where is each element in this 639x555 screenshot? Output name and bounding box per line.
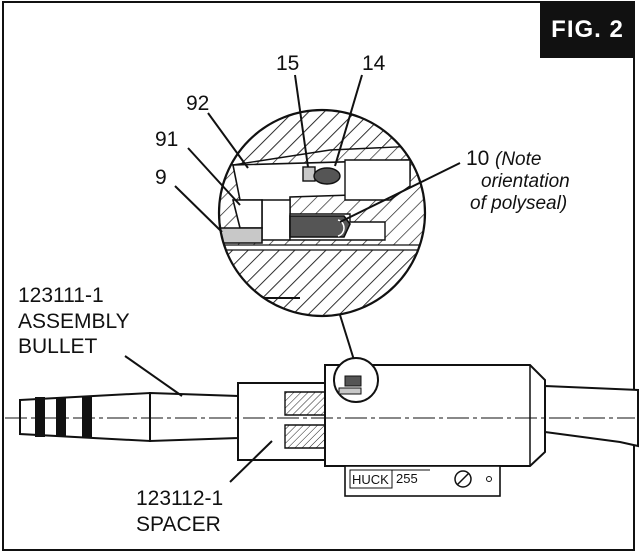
callout-15: 15 xyxy=(276,52,299,75)
part-9 xyxy=(219,227,263,244)
callout-10-note-2: orientation xyxy=(481,171,570,192)
detail-leader xyxy=(339,314,355,361)
brand-label: HUCK xyxy=(352,472,389,487)
callout-10: 10 xyxy=(466,147,489,170)
tool-assembly: HUCK 255 xyxy=(5,357,639,497)
spacer-part-number: 123112-1 xyxy=(136,487,223,510)
callout-14: 14 xyxy=(362,52,386,75)
spacer-name: SPACER xyxy=(136,513,221,536)
bullet-line2: ASSEMBLY xyxy=(18,310,130,333)
o-ring-14 xyxy=(313,167,341,185)
detail-circle xyxy=(217,108,427,318)
figure-badge: FIG. 2 xyxy=(540,2,635,58)
callout-10-note-1: (Note xyxy=(495,149,541,170)
callout-92: 92 xyxy=(186,92,209,115)
callout-10-note-3: of polyseal) xyxy=(470,193,567,214)
detail-view xyxy=(217,108,427,318)
bullet-part-number: 123111-1 xyxy=(18,284,104,307)
polyseal-10 xyxy=(289,215,351,238)
model-label: 255 xyxy=(396,471,418,486)
callout-91: 91 xyxy=(155,128,178,151)
callout-9: 9 xyxy=(155,166,167,189)
backup-ring-15 xyxy=(302,166,316,182)
leader-lines xyxy=(124,74,461,483)
tool-handle xyxy=(544,384,639,448)
bullet-line3: BULLET xyxy=(18,335,98,358)
